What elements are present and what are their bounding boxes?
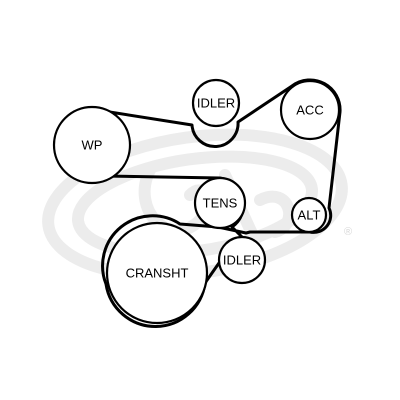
pulley-wp-label: WP xyxy=(82,138,103,153)
pulley-idler-top-label: IDLER xyxy=(197,96,235,111)
pulley-alt-label: ALT xyxy=(298,208,321,223)
pulley-acc: ACC xyxy=(279,79,341,141)
pulley-acc-label: ACC xyxy=(296,103,323,118)
pulley-wp: WP xyxy=(52,105,132,185)
pulley-alt: ALT xyxy=(290,196,328,234)
pulley-crankshaft: CRANSHT xyxy=(105,221,209,325)
pulley-idler-bottom: IDLER xyxy=(217,235,267,285)
pulley-tens-label: TENS xyxy=(203,196,238,211)
pulley-crankshaft-label: CRANSHT xyxy=(126,266,189,281)
pulley-idler-top: IDLER xyxy=(191,78,241,128)
registered-mark: ® xyxy=(344,226,352,238)
pulley-idler-bottom-label: IDLER xyxy=(223,253,261,268)
pulley-tens: TENS xyxy=(193,176,247,230)
